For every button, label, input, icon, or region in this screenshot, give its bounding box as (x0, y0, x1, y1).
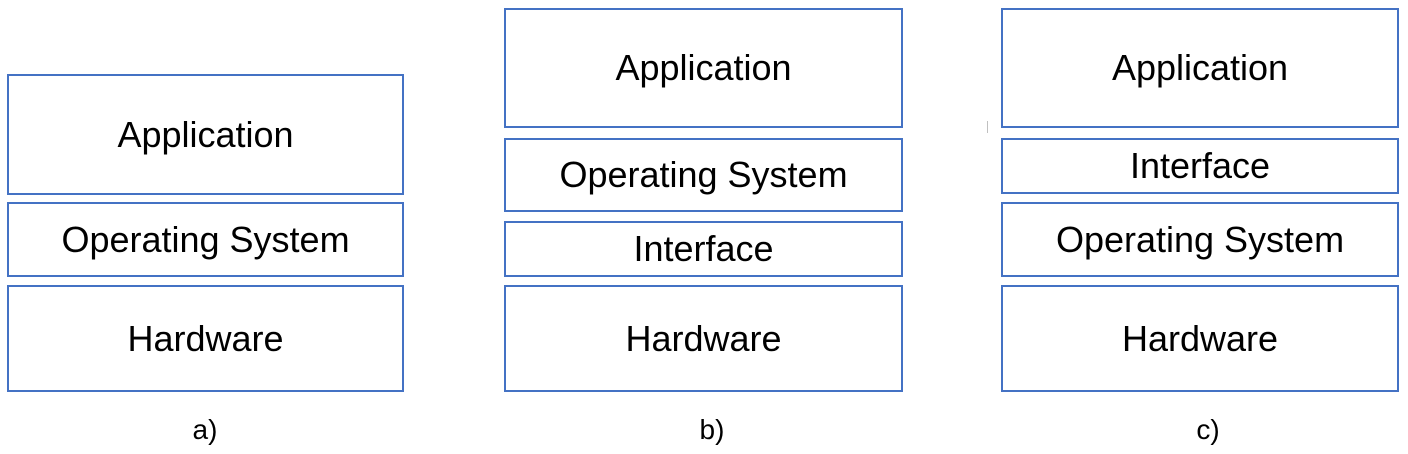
layer-application: Application (1001, 8, 1399, 128)
layer-interface: Interface (1001, 138, 1399, 194)
layer-hardware: Hardware (504, 285, 903, 392)
layer-application: Application (7, 74, 404, 195)
panel-caption-a: a) (192, 414, 218, 445)
layer-operating-system: Operating System (7, 202, 404, 277)
layer-application: Application (504, 8, 903, 128)
panel-caption-c: c) (1196, 414, 1220, 445)
layer-interface: Interface (504, 221, 903, 277)
layer-operating-system: Operating System (1001, 202, 1399, 277)
layer-hardware: Hardware (1001, 285, 1399, 392)
layer-operating-system: Operating System (504, 138, 903, 212)
layer-hardware: Hardware (7, 285, 404, 392)
stray-mark (987, 121, 988, 133)
panel-caption-b: b) (699, 414, 725, 445)
